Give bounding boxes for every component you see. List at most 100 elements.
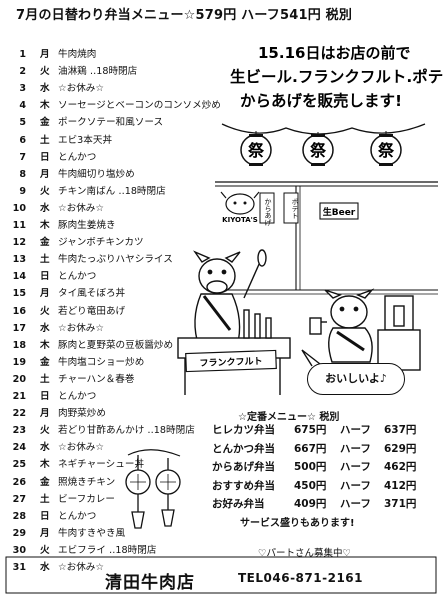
recruit-notice: ♡パートさん募集中♡ xyxy=(258,548,352,559)
menu-row-day: 29 xyxy=(12,527,26,539)
menu-row-day: 11 xyxy=(12,220,26,231)
menu-row-day: 4 xyxy=(19,100,26,112)
event-line-1: 15.16日はお店の前で xyxy=(258,44,410,62)
lantern-1: 祭 xyxy=(240,131,272,166)
wind-chime-left xyxy=(125,455,151,529)
menu-row-dish: ビーフカレー xyxy=(58,493,115,505)
menu-row-dish: 若どり竜田あげ xyxy=(58,305,126,317)
menu-row-day: 16 xyxy=(12,305,26,317)
menu-row-dish: 牛肉細切り塩炒め xyxy=(58,168,135,180)
menu-row-day: 8 xyxy=(19,168,26,180)
menu-row-day: 27 xyxy=(12,493,26,505)
paper-potato: ポテト xyxy=(291,198,299,219)
menu-row-day: 3 xyxy=(19,83,26,95)
menu-row-day: 28 xyxy=(12,510,26,522)
menu-row-day: 18 xyxy=(12,339,26,351)
menu-row-day: 30 xyxy=(12,544,26,556)
menu-row-weekday: 木 xyxy=(40,339,50,351)
menu-row-weekday: 月 xyxy=(40,408,50,420)
menu-row-day: 14 xyxy=(12,271,26,283)
menu-row-dish: 牛肉たっぷりハヤシライス xyxy=(58,254,173,266)
menu-row-day: 21 xyxy=(12,391,26,402)
menu-row-day: 9 xyxy=(19,185,26,197)
menu-row-dish: 豚肉生姜焼き xyxy=(58,220,116,231)
menu-row-dish: とんかつ xyxy=(58,151,97,163)
menu-row-weekday: 日 xyxy=(40,391,50,402)
menu-row-weekday: 日 xyxy=(40,510,50,522)
standard-menu-half-label: ハーフ xyxy=(340,424,371,436)
kiyota-logo: KIYOTA'S xyxy=(220,191,260,224)
standard-menu-half-label: ハーフ xyxy=(340,442,371,455)
menu-row-weekday: 水 xyxy=(40,562,50,573)
menu-row-dish: ネギチャーシュー丼 xyxy=(58,459,145,471)
menu-row-dish: ジャンボチキンカツ xyxy=(58,237,144,249)
menu-row-weekday: 金 xyxy=(40,117,50,129)
menu-row-day: 10 xyxy=(12,202,26,214)
speech-bubble: おいしいよ♪ xyxy=(307,363,405,395)
menu-row-weekday: 木 xyxy=(40,459,50,471)
menu-row-weekday: 土 xyxy=(40,134,50,146)
standard-menu-name: とんかつ弁当 xyxy=(212,442,275,455)
menu-row-weekday: 火 xyxy=(40,425,50,437)
menu-row-dish: エビ3本天丼 xyxy=(58,134,113,146)
menu-row-dish: 豚肉と夏野菜の豆板醤炒め xyxy=(58,339,174,351)
menu-row-weekday: 金 xyxy=(40,237,50,249)
wind-chime-right xyxy=(155,458,181,527)
menu-row-weekday: 火 xyxy=(40,305,50,317)
menu-row-day: 25 xyxy=(12,459,26,471)
menu-row-day: 2 xyxy=(19,66,26,78)
menu-row-dish: 照焼きチキン xyxy=(58,476,116,488)
menu-row-weekday: 木 xyxy=(40,100,50,112)
menu-row-dish: ☆お休み☆ xyxy=(58,562,104,573)
event-line-3: からあげを販売します! xyxy=(240,91,402,110)
menu-row-dish: ☆お休み☆ xyxy=(58,322,104,334)
standard-menu-name: からあげ弁当 xyxy=(212,461,275,473)
menu-row-day: 17 xyxy=(12,322,26,334)
menu-row-weekday: 水 xyxy=(40,83,50,95)
menu-row-day: 26 xyxy=(12,476,26,488)
menu-row-weekday: 水 xyxy=(40,442,50,454)
menu-row-day: 31 xyxy=(12,562,26,573)
menu-row-weekday: 水 xyxy=(40,202,50,214)
menu-row-day: 15 xyxy=(12,288,26,300)
menu-row-dish: 肉野菜炒め xyxy=(58,408,106,420)
beer-server xyxy=(377,295,421,371)
standard-menu-half-label: ハーフ xyxy=(340,461,371,473)
menu-row-dish: とんかつ xyxy=(58,271,97,283)
shop-name: 清田牛肉店 xyxy=(105,573,195,593)
menu-row-weekday: 土 xyxy=(40,493,50,505)
menu-row-dish: ☆お休み☆ xyxy=(58,202,104,214)
menu-row-weekday: 火 xyxy=(40,544,50,556)
standard-menu-title: ☆定番メニュー☆ 税別 xyxy=(238,412,340,423)
menu-row-weekday: 金 xyxy=(40,356,50,368)
menu-row-weekday: 月 xyxy=(40,288,50,300)
paper-karaage: からあげ xyxy=(264,198,272,226)
menu-row-day: 1 xyxy=(19,49,26,60)
menu-row-day: 13 xyxy=(12,254,26,266)
menu-row-day: 23 xyxy=(12,425,26,437)
menu-row-day: 5 xyxy=(19,117,26,129)
menu-row-weekday: 月 xyxy=(40,49,50,60)
menu-row-dish: 牛肉焼肉 xyxy=(58,49,97,60)
standard-menu-price: 450円 xyxy=(294,479,327,492)
menu-row-dish: ポークソテー和風ソース xyxy=(58,117,164,129)
menu-row-dish: 牛肉すきやき風 xyxy=(58,527,126,539)
standard-menu-half-price: 637円 xyxy=(384,424,417,436)
standard-menu-half-label: ハーフ xyxy=(340,498,371,510)
standard-menu-half-price: 412円 xyxy=(384,479,417,492)
menu-row-dish: チキン南ばん ‥18時閉店 xyxy=(58,185,166,197)
frank-banner: フランクフルト xyxy=(199,356,262,369)
menu-row-dish: とんかつ xyxy=(58,510,97,522)
standard-menu-name: お好み弁当 xyxy=(212,498,265,510)
menu-row-dish: ☆お休み☆ xyxy=(58,83,104,95)
menu-row-weekday: 火 xyxy=(40,66,50,78)
standard-menu-price: 409円 xyxy=(294,498,327,510)
menu-row-day: 20 xyxy=(12,373,26,385)
standard-menu-half-price: 629円 xyxy=(384,442,417,455)
telephone: TEL046-871-2161 xyxy=(238,571,363,585)
menu-row-weekday: 木 xyxy=(40,220,50,231)
standard-menu-name: ヒレカツ弁当 xyxy=(212,424,275,436)
menu-row-weekday: 日 xyxy=(40,271,50,283)
beer-sign: 生Beer xyxy=(323,206,356,218)
